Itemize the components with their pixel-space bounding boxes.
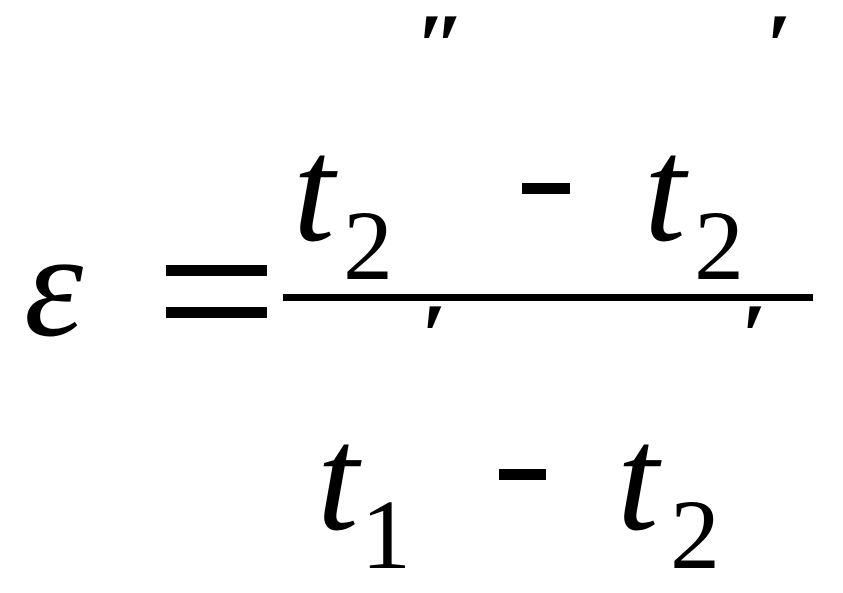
denominator-term1-prime: ′ (420, 285, 446, 387)
numerator-term1-double-prime: ″ (415, 0, 466, 97)
numerator-term1-variable: t (293, 107, 335, 273)
denominator-term1-subscript: 1 (361, 479, 411, 590)
denominator-term2-subscript: 2 (670, 479, 720, 590)
numerator-minus-sign (522, 183, 570, 194)
numerator-term2-subscript: 2 (694, 190, 744, 301)
denominator-term2-variable: t (617, 396, 659, 562)
denominator-term2-prime: ′ (740, 285, 766, 387)
numerator-term1-subscript: 2 (343, 190, 393, 301)
denominator-term1-variable: t (317, 396, 359, 562)
fraction-bar (283, 294, 813, 301)
numerator-term2-prime: ′ (765, 0, 791, 97)
denominator-minus-sign (499, 469, 546, 480)
epsilon-symbol: ε (24, 202, 84, 368)
numerator-term2-variable: t (644, 107, 686, 273)
